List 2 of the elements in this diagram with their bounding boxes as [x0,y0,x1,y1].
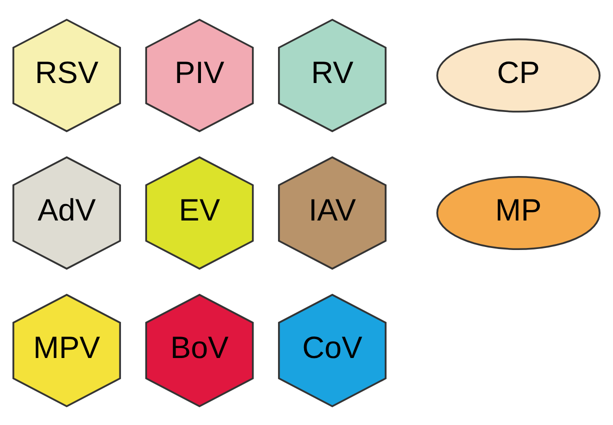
node-ellipse: MP [436,175,601,250]
node-ellipse: CP [436,38,601,112]
